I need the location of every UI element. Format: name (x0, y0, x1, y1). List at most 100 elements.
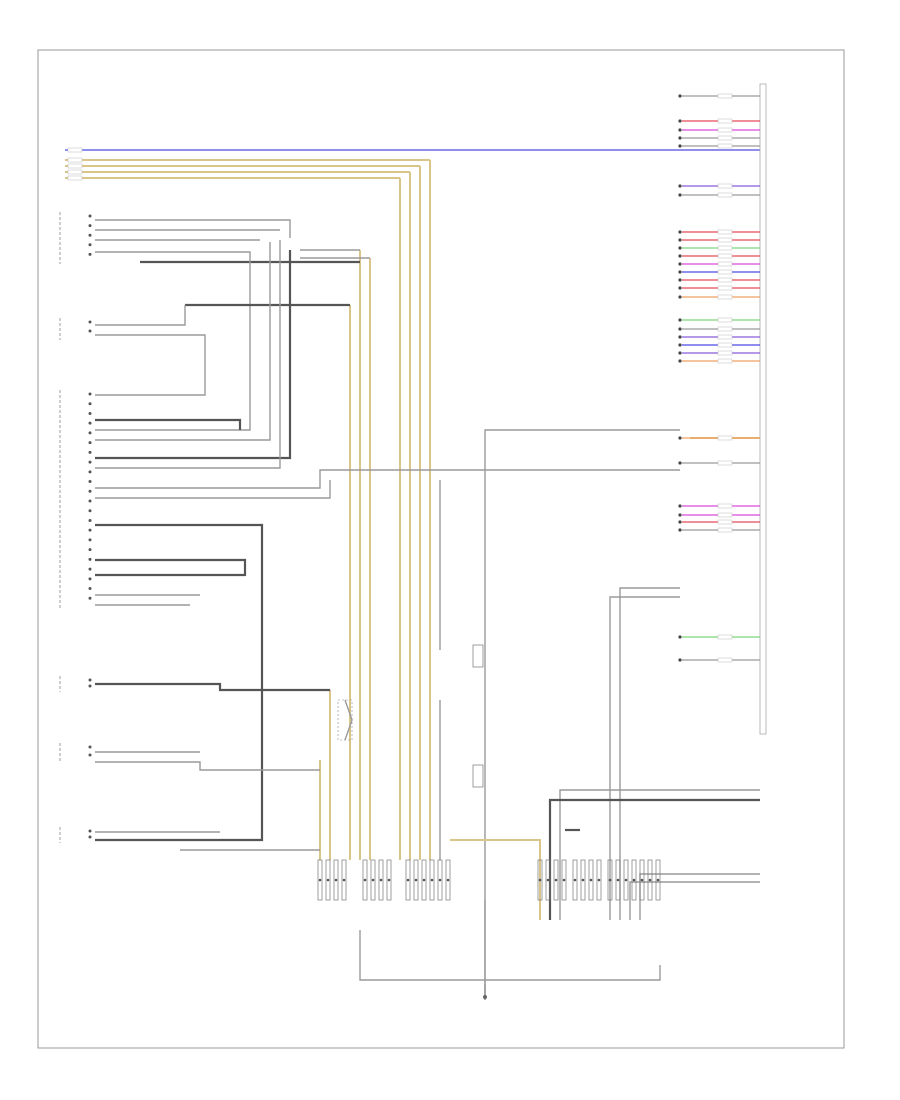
wire-tag (717, 342, 733, 348)
component-pin (88, 252, 92, 256)
connector-terminal (588, 859, 594, 901)
wire-tag (717, 277, 733, 283)
terminal-pin (554, 878, 558, 882)
wire-tag (717, 135, 733, 141)
connector-terminal (386, 859, 392, 901)
wire-tag (717, 229, 733, 235)
terminal-pin (597, 878, 601, 882)
terminal-pin (640, 878, 644, 882)
component-pin (88, 233, 92, 237)
component-pin (88, 829, 92, 833)
terminal-pin (326, 878, 330, 882)
connector-pin (678, 144, 682, 148)
component-pin (88, 596, 92, 600)
wire-tag (717, 269, 733, 275)
wire-tag (67, 157, 83, 163)
connector-terminal (405, 859, 411, 901)
component-pin (88, 753, 92, 757)
terminal-pin (430, 878, 434, 882)
wire-tag (717, 237, 733, 243)
connector-terminal (623, 859, 629, 901)
wire-tag (717, 512, 733, 518)
connector-terminal (553, 859, 559, 901)
terminal-pin (387, 878, 391, 882)
component-pin (88, 392, 92, 396)
terminal-pin (538, 878, 542, 882)
left-wiring (95, 219, 680, 851)
connector-terminal (421, 859, 427, 901)
wire-tag (717, 245, 733, 251)
wire-tag (717, 527, 733, 533)
connector-terminal (537, 859, 543, 901)
component-pin (88, 587, 92, 591)
connector-pin (678, 94, 682, 98)
component-pin (88, 224, 92, 228)
connector-pin (678, 286, 682, 290)
terminal-pin (406, 878, 410, 882)
wire-tag (717, 358, 733, 364)
connector-pin (678, 230, 682, 234)
component-pin (88, 402, 92, 406)
component-pin (88, 421, 92, 425)
terminal-pin (656, 878, 660, 882)
connector-pin (678, 193, 682, 197)
wire-tag (717, 93, 733, 99)
wire-tag (717, 294, 733, 300)
connector-terminal (655, 859, 661, 901)
wire-tag (717, 192, 733, 198)
wire-tag (717, 261, 733, 267)
terminal-pin (624, 878, 628, 882)
connector-pin (678, 658, 682, 662)
connector-pin (678, 461, 682, 465)
connector-terminal (572, 859, 578, 901)
wire-tag (717, 435, 733, 441)
terminal-pin (562, 878, 566, 882)
component-pin (88, 320, 92, 324)
terminal-pin (342, 878, 346, 882)
connector-pin (678, 520, 682, 524)
wire-tag (717, 519, 733, 525)
terminal-pin (363, 878, 367, 882)
wire-tag (717, 350, 733, 356)
connector-terminal (580, 859, 586, 901)
left-components (59, 212, 92, 843)
terminal-pin (616, 878, 620, 882)
connector-terminal (607, 859, 613, 901)
terminal-pin (632, 878, 636, 882)
connector-terminal (362, 859, 368, 901)
connector-pin (678, 184, 682, 188)
component-pin (88, 557, 92, 561)
top-harness (65, 147, 760, 181)
component-pin (88, 243, 92, 247)
terminal-pin (379, 878, 383, 882)
connector-terminal (317, 859, 323, 901)
harness-trunks (319, 160, 431, 860)
connector-pin (678, 351, 682, 355)
component-pin (88, 470, 92, 474)
component-pin (88, 528, 92, 532)
connector-pin (678, 295, 682, 299)
connector-pin (678, 254, 682, 258)
inline-devices (337, 644, 484, 788)
connector-terminal (631, 859, 637, 901)
connector-terminal (378, 859, 384, 901)
component-pin (88, 509, 92, 513)
terminal-pin (546, 878, 550, 882)
connector-pin (678, 528, 682, 532)
wire-tag (67, 175, 83, 181)
terminal-pin (334, 878, 338, 882)
connector-pin (678, 119, 682, 123)
wire-tag (717, 503, 733, 509)
connector-terminal (596, 859, 602, 901)
wire-tag (67, 147, 83, 153)
component-pin (88, 329, 92, 333)
connector-terminal (445, 859, 451, 901)
connector-pin (678, 504, 682, 508)
terminal-pin (581, 878, 585, 882)
terminal-pin (573, 878, 577, 882)
component-pin (88, 577, 92, 581)
connector-pin (678, 262, 682, 266)
component-pin (88, 518, 92, 522)
connector-pin (678, 128, 682, 132)
